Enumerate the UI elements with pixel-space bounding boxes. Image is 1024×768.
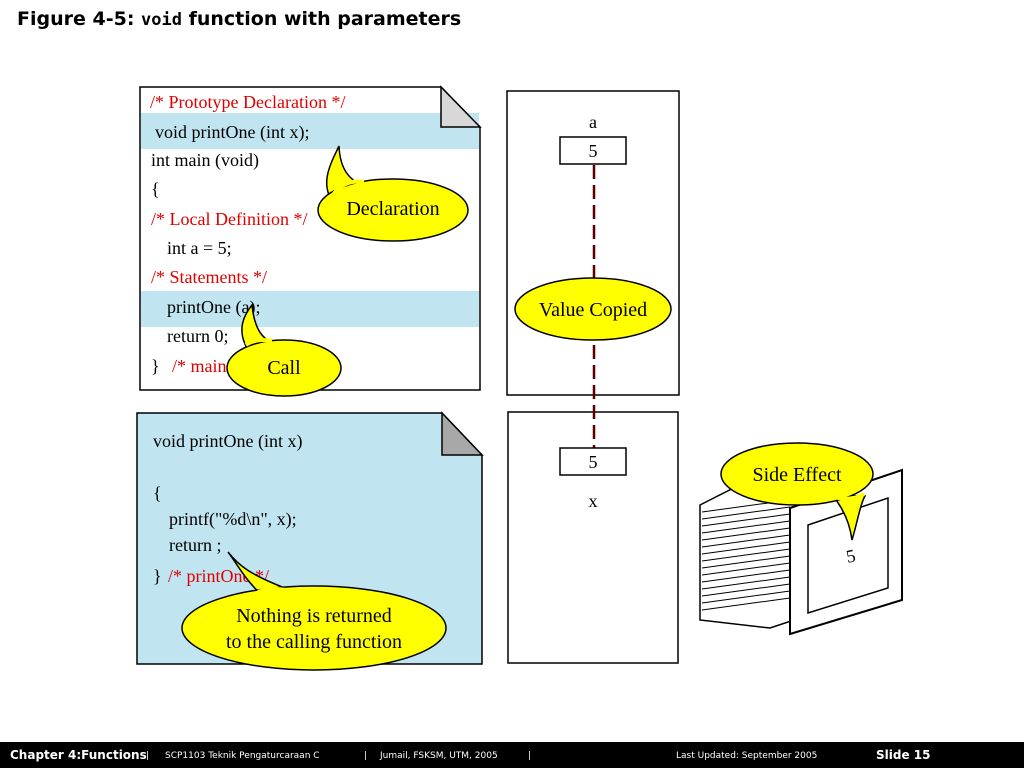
monitor-screen-value: 5 <box>844 545 857 566</box>
footer-bar: Chapter 4:Functions | SCP1103 Teknik Pen… <box>0 742 1024 768</box>
title-code: void <box>141 10 182 30</box>
monitor-icon: 5 <box>699 466 903 636</box>
declaration-callout-text: Declaration <box>346 198 439 220</box>
code-line: return ; <box>169 535 221 555</box>
footer-slide-number: Slide 15 <box>876 748 931 762</box>
variable-a-value: 5 <box>589 141 598 161</box>
figure-diagram: /* Prototype Declaration */ void printOn… <box>136 85 903 671</box>
side-effect-callout-text: Side Effect <box>752 464 841 486</box>
variable-x-label: x <box>589 491 598 511</box>
nothing-returned-line2: to the calling function <box>226 631 402 653</box>
code-line: void printOne (int x) <box>153 431 302 452</box>
code-line: int main (void) <box>151 150 259 171</box>
nothing-returned-callout: Nothing is returned to the calling funct… <box>181 551 447 671</box>
declaration-callout: Declaration <box>317 145 469 242</box>
code-line: printf("%d\n", x); <box>169 509 297 530</box>
call-callout: Call <box>226 303 342 397</box>
title-suffix: function with parameters <box>181 8 462 30</box>
title-prefix: Figure 4-5: <box>17 8 142 30</box>
code-line: void printOne (int x); <box>155 122 309 143</box>
side-effect-callout: Side Effect <box>720 442 874 541</box>
nothing-returned-line1: Nothing is returned <box>236 605 392 627</box>
code-line: { <box>151 179 160 199</box>
highlight-call-line <box>141 291 479 327</box>
code-line: { <box>153 483 162 503</box>
variable-x-value: 5 <box>589 452 598 472</box>
code-line: /* Statements */ <box>151 267 267 287</box>
footer-separator: | <box>146 751 150 761</box>
call-callout-text: Call <box>267 357 301 379</box>
variable-a-label: a <box>589 112 597 132</box>
value-copied-callout: Value Copied <box>514 277 672 341</box>
code-line: return 0; <box>167 326 228 346</box>
monitor-vent-lines <box>701 499 791 611</box>
main-program-document: /* Prototype Declaration */ void printOn… <box>139 85 482 391</box>
variable-x-box <box>559 447 627 476</box>
footer-course: SCP1103 Teknik Pengaturcaraan C <box>165 751 320 761</box>
value-copied-callout-text: Value Copied <box>539 299 647 321</box>
code-line: /* Prototype Declaration */ <box>150 92 345 112</box>
code-line: printOne (a); <box>167 297 260 318</box>
highlight-prototype-line <box>141 113 479 149</box>
code-line: /* Local Definition */ <box>151 209 307 229</box>
code-line: } <box>151 356 160 376</box>
footer-last-updated: Last Updated: September 2005 <box>676 751 818 761</box>
footer-author: Jumail, FSKSM, UTM, 2005 <box>380 751 498 761</box>
footer-separator: | <box>364 751 368 761</box>
page-fold-corner <box>441 411 484 456</box>
slide-title: Figure 4-5: void function with parameter… <box>17 8 461 30</box>
page-fold-corner <box>440 85 482 128</box>
code-line: } <box>153 566 162 586</box>
code-line: int a = 5; <box>167 238 232 258</box>
footer-chapter: Chapter 4:Functions <box>10 748 147 762</box>
footer-separator: | <box>528 751 532 761</box>
variable-a-box <box>559 136 627 165</box>
